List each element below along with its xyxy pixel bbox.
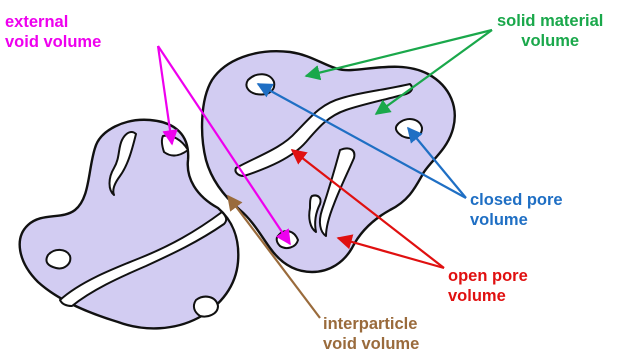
label-open-pore-line2: volume <box>448 286 528 306</box>
label-solid-material-line2: volume <box>497 31 603 51</box>
label-external-void-line1: external <box>5 12 101 32</box>
left-closed-pore-2 <box>194 297 218 317</box>
arrow-open-pore-lower <box>338 238 444 268</box>
label-external-void-volume: external void volume <box>5 12 101 52</box>
label-closed-pore-volume: closed pore volume <box>470 190 563 230</box>
label-open-pore-line1: open pore <box>448 266 528 286</box>
left-closed-pore-1 <box>46 250 70 269</box>
label-interparticle-void-volume: interparticle void volume <box>323 314 419 354</box>
label-closed-pore-line2: volume <box>470 210 563 230</box>
label-interparticle-void-line1: interparticle <box>323 314 419 334</box>
label-interparticle-void-line2: void volume <box>323 334 419 354</box>
label-external-void-line2: void volume <box>5 32 101 52</box>
label-open-pore-volume: open pore volume <box>448 266 528 306</box>
label-solid-material-line1: solid material <box>497 11 603 31</box>
label-solid-material-volume: solid material volume <box>497 11 603 51</box>
label-closed-pore-line1: closed pore <box>470 190 563 210</box>
